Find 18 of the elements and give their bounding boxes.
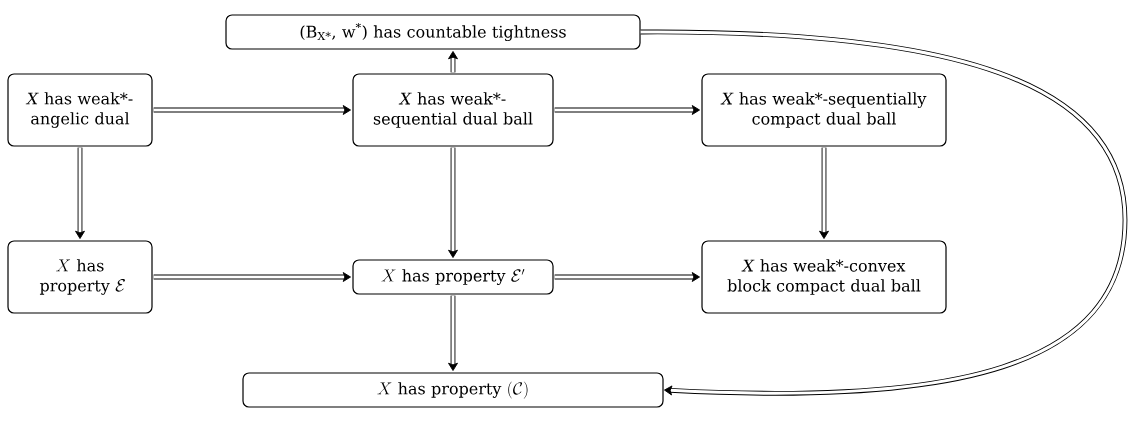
- property-box: X has weak*-angelic dual: [7, 73, 153, 147]
- implication-arrow: [75, 147, 85, 239]
- property-box: $X \text{ has}\allowbreak\text{ property } \mathcal{E}$: [7, 240, 153, 314]
- property-box: $X \text{ has property } (\mathcal{C})$: [242, 372, 664, 408]
- implication-arrow: [819, 147, 829, 239]
- curved-implication-arrow: [640, 29, 1128, 396]
- implication-arrow: [153, 105, 351, 115]
- implication-arrow: [448, 295, 458, 371]
- implication-arrow: [448, 51, 458, 73]
- implication-arrow: [554, 272, 700, 282]
- implication-arrow: [153, 272, 351, 282]
- property-box: $X \text{ has property } \mathcal{E}'$: [352, 259, 554, 295]
- property-box: X has weak*-convex block compact dual ball: [701, 240, 947, 314]
- property-box: X has weak*-sequentially compact dual ball: [701, 73, 947, 147]
- property-box: (B$_{X*}$, w$^{*}$) has countable tightness: [225, 14, 641, 50]
- property-box: X has weak*-sequential dual ball: [352, 73, 554, 147]
- implication-arrow: [448, 147, 458, 258]
- implication-arrow: [554, 105, 700, 115]
